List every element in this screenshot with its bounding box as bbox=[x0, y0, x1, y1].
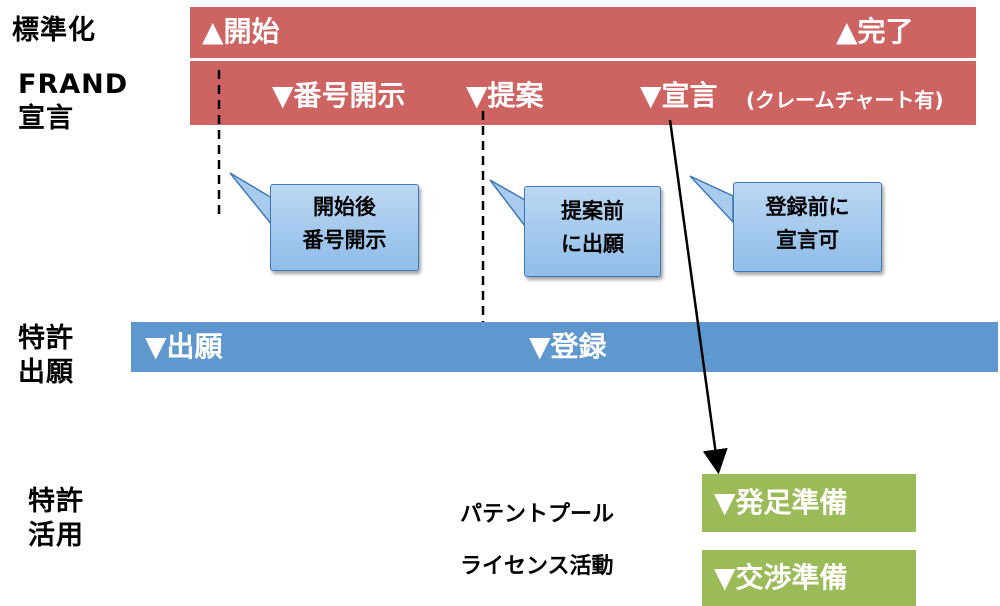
negotiation-preparation-bar: ▼交渉準備 bbox=[702, 550, 916, 606]
callout-2-tail bbox=[489, 179, 526, 229]
negotiation-preparation-marker: ▼交渉準備 bbox=[714, 561, 848, 594]
launch-preparation-bar: ▼発足準備 bbox=[702, 474, 916, 532]
callout-1-line1: 開始後 bbox=[313, 195, 376, 219]
row-label-frand: FRAND 宣言 bbox=[18, 68, 128, 136]
patent-application-label-line1: 特許 bbox=[18, 323, 74, 354]
callout-1-line2: 番号開示 bbox=[302, 228, 387, 252]
licensing-activity-label: ライセンス活動 bbox=[460, 554, 614, 579]
launch-preparation-marker: ▼発足準備 bbox=[714, 486, 848, 519]
frand-label-line2: 宣言 bbox=[18, 103, 74, 134]
patent-application-label-line2: 出願 bbox=[18, 357, 74, 388]
callout-3-line2: 宣言可 bbox=[776, 228, 839, 252]
standardization-bar: ▲開始 ▲完了 bbox=[190, 7, 976, 58]
standardization-label: 標準化 bbox=[12, 15, 96, 46]
standardization-end-marker: ▲完了 bbox=[836, 15, 914, 48]
callout-disclosure-after-start: 開始後 番号開示 bbox=[270, 184, 419, 271]
callout-3-tail bbox=[689, 175, 734, 224]
patent-pool-label: パテントプール bbox=[460, 502, 615, 527]
row-label-standardization: 標準化 bbox=[12, 14, 96, 48]
row-label-patent-utilization: 特許 活用 bbox=[28, 485, 84, 553]
callout-declare-before-registration: 登録前に 宣言可 bbox=[733, 182, 882, 272]
callout-3-line1: 登録前に bbox=[765, 195, 850, 219]
row-label-patent-application: 特許 出願 bbox=[18, 322, 74, 390]
declaration-arrow bbox=[668, 119, 728, 475]
patent-application-bar: ▼出願 ▼登録 bbox=[131, 322, 998, 372]
patent-utilization-label-line2: 活用 bbox=[28, 520, 84, 551]
frand-label-line1: FRAND bbox=[18, 69, 129, 100]
patent-utilization-label-line1: 特許 bbox=[28, 486, 84, 517]
callout-2-line2: に出願 bbox=[561, 232, 624, 256]
callout-file-before-proposal: 提案前 に出願 bbox=[524, 186, 661, 277]
frand-declaration-bar: ▼番号開示 ▼提案 ▼宣言 (クレームチャート有) bbox=[190, 61, 976, 125]
callout-1-tail bbox=[229, 172, 273, 228]
standardization-start-marker: ▲開始 bbox=[202, 15, 280, 48]
number-disclosure-marker: ▼番号開示 bbox=[272, 79, 406, 112]
declaration-claim-chart-note: (クレームチャート有) bbox=[746, 88, 944, 112]
registration-marker: ▼登録 bbox=[529, 330, 607, 363]
callout-2-line1: 提案前 bbox=[561, 199, 624, 223]
filing-marker: ▼出願 bbox=[145, 330, 223, 363]
proposal-marker: ▼提案 bbox=[466, 79, 544, 112]
declaration-marker: ▼宣言 bbox=[640, 79, 718, 112]
